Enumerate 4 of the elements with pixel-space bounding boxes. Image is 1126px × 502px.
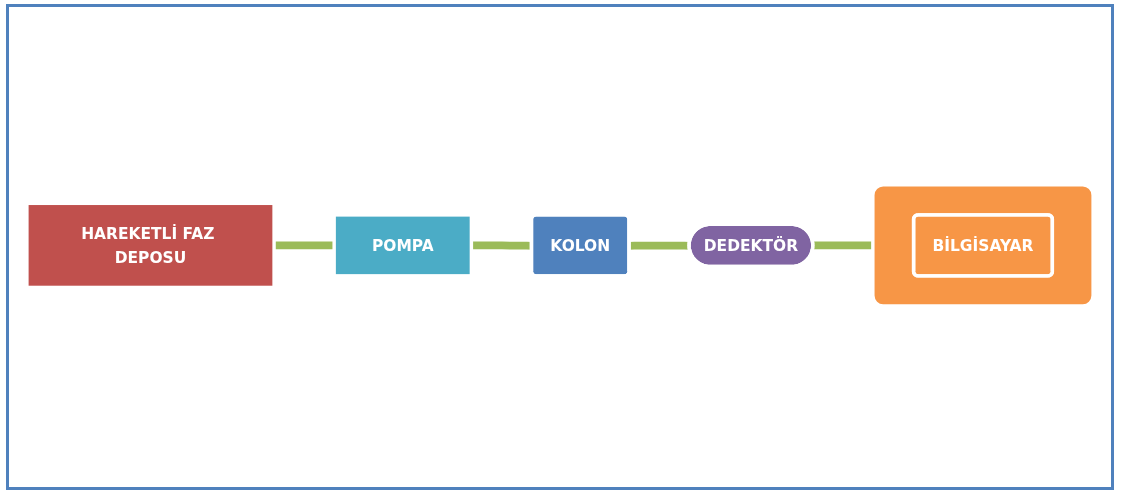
connector [274,241,335,249]
connector [471,241,532,250]
connector [629,241,690,250]
connector [812,241,873,249]
